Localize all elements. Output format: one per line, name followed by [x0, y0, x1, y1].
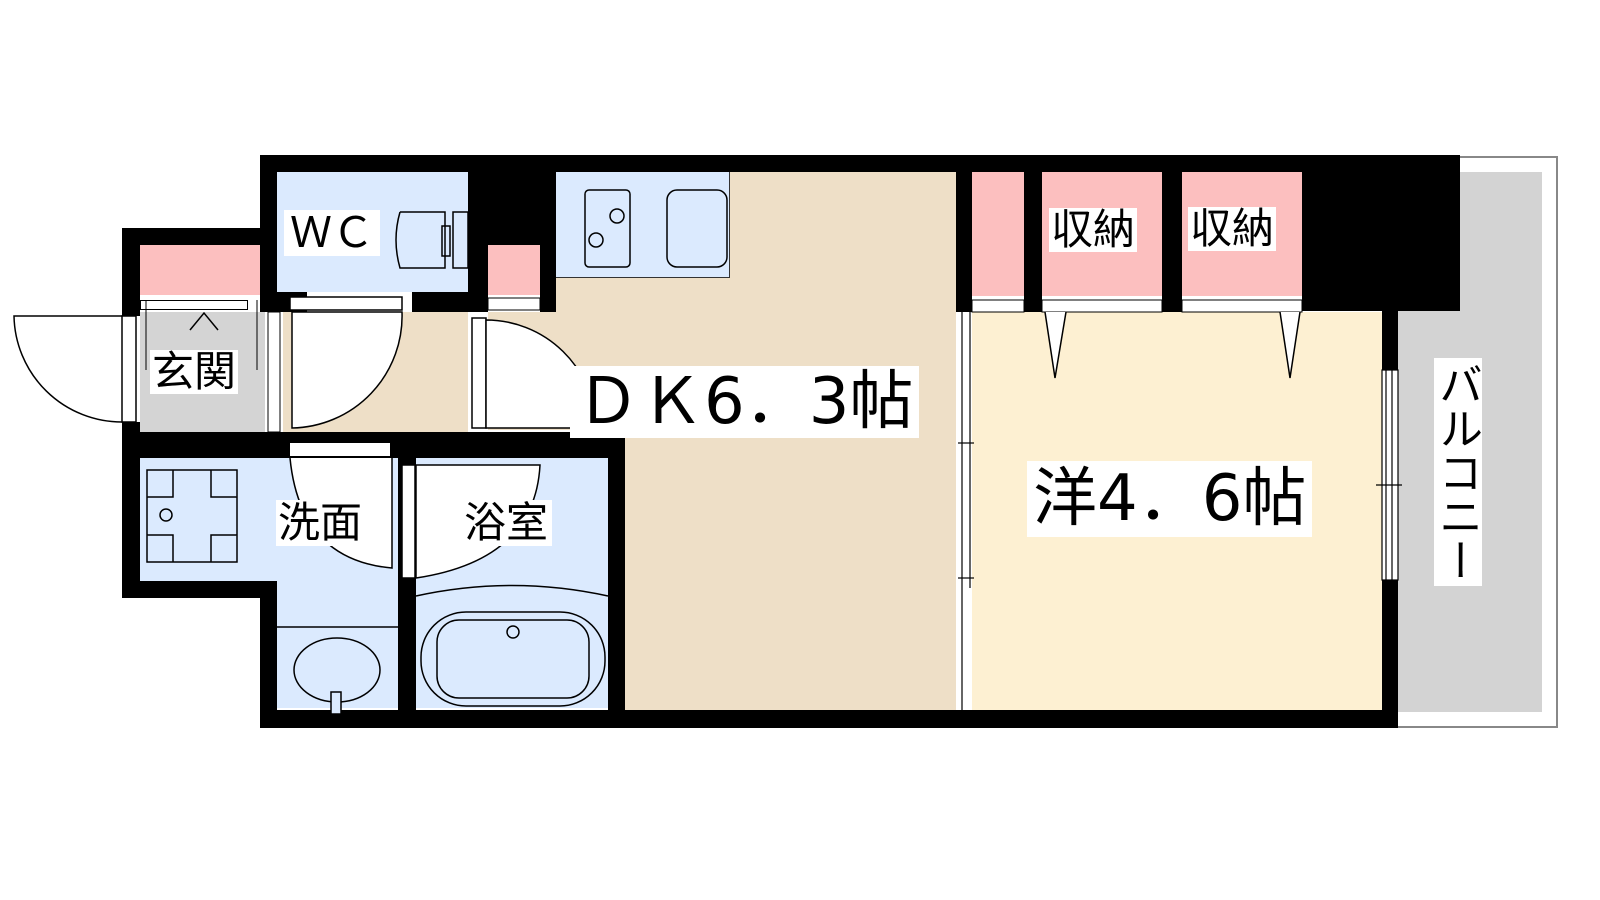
bathroom-label: 浴室 [460, 500, 553, 546]
storage-2-label: 収納 [1188, 204, 1277, 253]
washing-machine-icon [146, 469, 238, 563]
dk-label: ＤＫ6．3帖 [570, 366, 920, 438]
wall-entrance-storage-right [264, 228, 277, 312]
washroom-floor-lower [277, 580, 398, 708]
toilet-icon [395, 211, 469, 269]
wall-bottom [260, 710, 1388, 728]
sliding-partition [956, 312, 972, 710]
balcony-label: バルコニー [1431, 358, 1482, 586]
entrance-step [140, 300, 248, 310]
closet-door-marker-icon [1044, 311, 1067, 379]
wall-bath-right [608, 432, 625, 728]
wall-entrance-top [122, 228, 277, 245]
wall-right-upper [1382, 295, 1398, 370]
closet-door-marker-icon [1279, 311, 1301, 379]
wall-hall-storage-right [540, 155, 556, 312]
wall-entrance-left-lower [122, 422, 140, 587]
wc-label: ＷＣ [284, 210, 381, 256]
hall-storage [488, 245, 540, 295]
wall-closet-block [956, 155, 972, 312]
entrance-shoe-storage [140, 245, 264, 295]
stove-icon [584, 189, 631, 268]
wall-closet-div1 [1024, 155, 1042, 312]
wc-door-icon [289, 296, 403, 429]
western-room-label: 洋4．6帖 [1027, 461, 1313, 537]
balcony-window-icon [1376, 369, 1402, 581]
wall-entrance-left-upper [122, 228, 140, 316]
wash-basin-icon [277, 626, 398, 723]
front-door-icon [13, 315, 137, 423]
bathtub-icon [415, 584, 609, 707]
entrance-label: 玄関 [150, 347, 239, 396]
wall-wash-step [122, 581, 277, 598]
kitchen-sink-icon [666, 189, 728, 268]
wall-closet-div2 [1162, 155, 1182, 312]
storage-1-label: 収納 [1049, 205, 1138, 254]
wall-wash-left-lower [260, 581, 277, 728]
dk-floor-lower [625, 430, 956, 710]
wall-right-lower [1382, 580, 1398, 728]
washroom-label: 洗面 [276, 498, 365, 547]
wall-top [260, 155, 1460, 172]
closet-small [972, 172, 1024, 296]
entrance-arrow-icon [189, 311, 219, 331]
wall-top-right-block [1302, 155, 1460, 311]
